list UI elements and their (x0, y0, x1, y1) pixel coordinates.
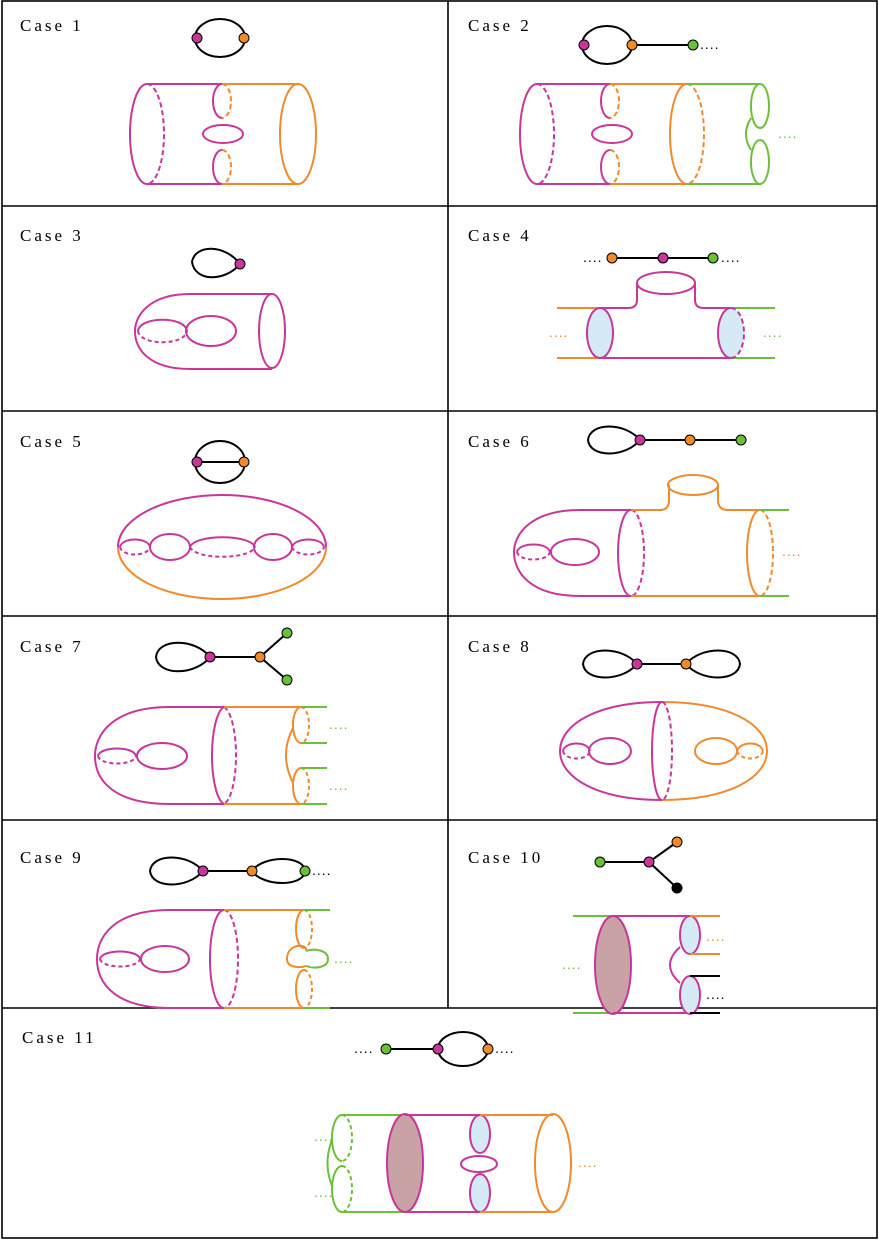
case-6-surface: .... (512, 474, 802, 597)
case-2-surface: .... (519, 83, 798, 185)
case-10-ellipsis-orange: .... (706, 928, 726, 944)
case-10-ellipsis-left: .... (562, 956, 582, 972)
case-5-surface (117, 494, 327, 600)
case-1-label: Case 1 (20, 16, 84, 35)
case-9-surface-ellipsis: .... (334, 950, 354, 966)
case-7-label: Case 7 (20, 637, 84, 656)
case-11-graph: .... .... (354, 1031, 515, 1067)
case-11-surface: .... .... .... (314, 1113, 598, 1213)
case-11-graph-ellipsis-right: .... (495, 1040, 515, 1056)
case-2-graph: .... (578, 25, 720, 65)
case-11-label: Case 11 (22, 1028, 97, 1047)
case-4-graph-ellipsis-left: .... (583, 249, 603, 265)
case-9-graph: .... (148, 856, 332, 886)
case-7-graph (154, 627, 293, 686)
case-9-surface: .... (95, 909, 354, 1009)
case-10-label: Case 10 (468, 848, 543, 867)
case-5-graph (191, 440, 250, 484)
case-3-surface (133, 293, 286, 370)
case-6-label: Case 6 (468, 432, 532, 451)
case-4-right-ellipsis: .... (763, 324, 783, 340)
case-3-label: Case 3 (20, 226, 84, 245)
case-3-graph (190, 247, 246, 279)
case-9-graph-ellipsis: .... (312, 862, 332, 878)
case-1-surface (129, 83, 317, 185)
case-2-graph-ellipsis: .... (700, 36, 720, 52)
case-4-graph: .... .... (583, 249, 741, 265)
case-11-ellipsis-right: .... (578, 1154, 598, 1170)
case-4-surface: .... .... (549, 271, 783, 359)
case-2-surface-ellipsis: .... (778, 125, 798, 141)
case-8-graph (581, 649, 742, 679)
case-7-surface: .... .... (93, 706, 349, 805)
case-6-surface-ellipsis: .... (782, 543, 802, 559)
case-4-label: Case 4 (468, 226, 532, 245)
case-11-ellipsis-top-left: .... (314, 1128, 334, 1144)
case-5-label: Case 5 (20, 432, 84, 451)
case-10-surface: .... .... .... (562, 915, 726, 1015)
case-9-label: Case 9 (20, 848, 84, 867)
case-6-graph (586, 425, 747, 455)
case-1-graph (191, 18, 250, 58)
case-4-left-ellipsis: .... (549, 324, 569, 340)
case-2-label: Case 2 (468, 16, 532, 35)
case-11-graph-ellipsis-left: .... (354, 1040, 374, 1056)
case-4-graph-ellipsis-right: .... (721, 249, 741, 265)
case-7-ellipsis-top: .... (329, 716, 349, 732)
case-10-ellipsis-black: .... (706, 986, 726, 1002)
case-7-ellipsis-bottom: .... (329, 777, 349, 793)
case-11-ellipsis-bottom-left: .... (314, 1184, 334, 1200)
case-10-graph (594, 836, 683, 894)
case-8-surface (558, 701, 769, 801)
case-8-label: Case 8 (468, 637, 532, 656)
